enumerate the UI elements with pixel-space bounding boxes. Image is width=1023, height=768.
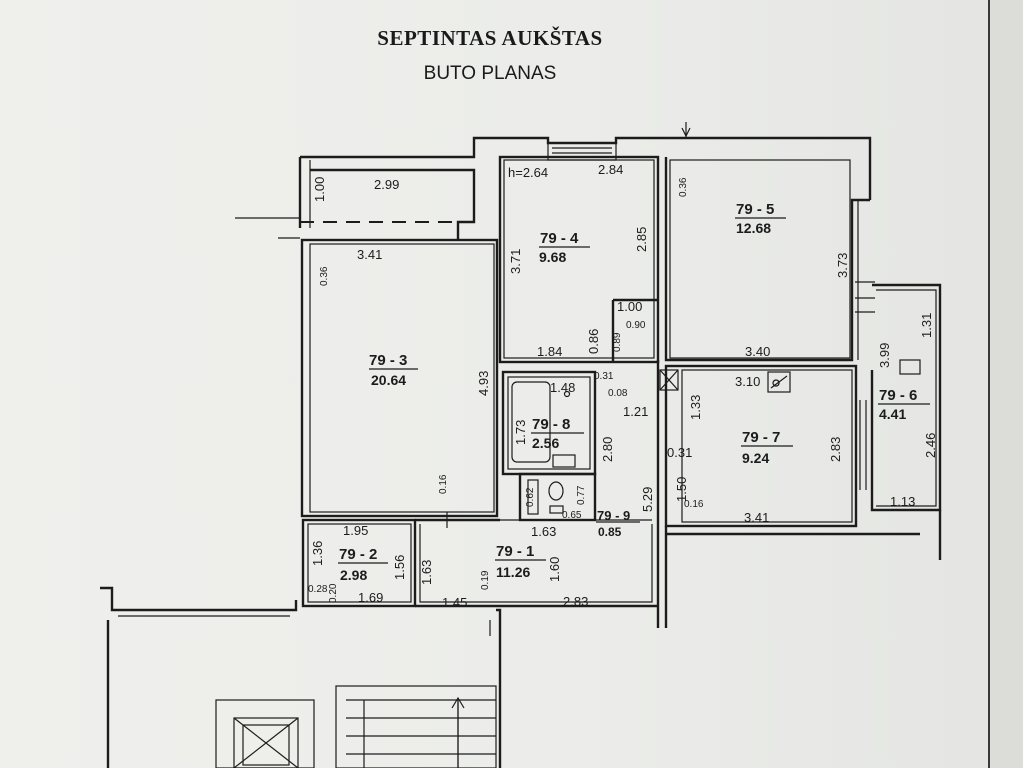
dim-r7-wall: 0.31 [667,445,692,460]
dim-r3-bottom: 0.16 [438,474,449,494]
dim-r3-height: 4.93 [476,371,491,396]
dim-r1-right: 1.60 [547,557,562,582]
room-id: 79 - 2 [339,546,377,563]
stair-arrow-icon [451,696,465,768]
dim-r1-left: 1.63 [419,560,434,585]
room-79-6-label: 79 - 6 4.41 [878,387,930,422]
dim-corridor-b: 0.89 [612,332,623,352]
dim-hall-b: 2.80 [600,437,615,462]
room-area: 9.24 [742,450,769,466]
dim-r4-wall: 0.36 [678,177,689,197]
room-id: 79 - 6 [879,387,917,404]
dim-wc-a: 0.62 [525,487,536,507]
room-area: 12.68 [736,220,771,236]
toilet-icon [548,481,564,514]
dim-r2-right: 1.56 [392,555,407,580]
dim-r7-door: 1.50 [674,477,689,502]
room-id: 79 - 3 [369,352,407,369]
dim-r2-left: 1.36 [310,541,325,566]
dim-r8-wall: 0.31 [594,371,614,382]
dim-r2-top: 1.95 [343,523,368,538]
dim-r6-right: 2.46 [923,433,938,458]
bathtub-icon [527,479,539,515]
dim-r4-bottom: 1.84 [537,344,562,359]
walls [100,136,942,768]
dim-r4-ext: 0.86 [586,329,601,354]
room-area: 2.98 [340,567,367,583]
room-area: 4.41 [879,406,906,422]
dim-r7-bottom: 3.41 [744,510,769,525]
dim-r6-bottom: 1.13 [890,494,915,509]
ventilation-shaft-icon [659,369,679,391]
dim-r3-wall: 0.36 [319,266,330,286]
room-area: 9.68 [539,249,566,265]
level-marker-arrows [446,122,691,636]
dim-r2-b: 0.20 [328,583,339,603]
washbasin-icon [552,390,576,468]
room-79-5-label: 79 - 5 12.68 [735,201,786,236]
dim-hall-width: 1.63 [531,524,556,539]
dim-r7-right: 2.83 [828,437,843,462]
dim-corridor-top: 1.00 [617,299,642,314]
plan-subtitle: BUTO PLANAS [423,63,557,84]
room-id: 79 - 9 [597,508,630,523]
dim-hall-len: 5.29 [640,487,655,512]
room-id: 79 - 5 [736,201,774,218]
dim-r6-left: 3.99 [877,343,892,368]
dim-corridor-a: 0.90 [626,320,646,331]
room-79-9-label: 79 - 9 0.85 [596,508,640,539]
dim-r8-gap: 0.08 [608,388,628,399]
room-area: 2.56 [532,435,559,451]
room-id: 79 - 8 [532,416,570,433]
room-79-7-label: 79 - 7 9.24 [741,429,793,466]
room-area: 20.64 [371,372,406,388]
elevator-icon [242,724,290,766]
room-area: 11.26 [496,564,530,580]
dim-r8-left: 1.73 [513,420,528,445]
dim-r5-right: 3.73 [835,253,850,278]
ceiling-height: h=2.64 [508,165,548,180]
dim-hall-a: 1.21 [623,404,648,419]
dim-r2-bottom: 1.69 [358,590,383,605]
room-id: 79 - 4 [540,230,579,247]
dim-r7-top: 3.10 [735,374,760,389]
dim-r1-bottom-a: 1.45 [442,595,467,610]
dim-r3-width: 3.41 [357,247,382,262]
room-79-8-label: 79 - 8 2.56 [531,416,584,451]
dim-r7-left: 1.33 [688,395,703,420]
dim-r1-wall: 0.19 [480,570,491,590]
dim-balcony-width: 2.99 [374,177,399,192]
page-edge-shadow [990,0,1023,768]
dimension-labels: 2.99 1.00 3.41 4.93 0.36 0.16 h=2.64 2.8… [308,162,938,610]
dim-r4-left: 3.71 [508,249,523,274]
dim-r5-bottom: 3.40 [745,344,770,359]
dim-r4-top: 2.84 [598,162,623,177]
room-id: 79 - 7 [742,429,780,446]
floor-title: SEPTINTAS AUKŠTAS [377,26,603,50]
dim-r7-wall2: 0.16 [684,499,704,510]
room-id: 79 - 1 [496,543,534,560]
dim-r4-right: 2.85 [634,227,649,252]
dim-r2-a: 0.28 [308,584,328,595]
room-79-3-label: 79 - 3 20.64 [369,352,418,388]
dim-r1-bottom-b: 2.83 [563,594,588,609]
electric-meter-icon [767,371,791,393]
dim-balcony-depth: 1.00 [312,177,327,202]
room-79-4-label: 79 - 4 9.68 [539,230,590,265]
room-79-2-label: 79 - 2 2.98 [338,546,388,583]
room-area: 0.85 [598,525,622,539]
dim-r8-top: 1.48 [550,380,575,395]
room-79-1-label: 79 - 1 11.26 [495,543,546,580]
dim-r6-top: 1.31 [919,313,934,338]
dim-wc-b: 0.77 [576,485,587,505]
dim-wc-c: 0.65 [562,510,582,521]
page-edge [988,0,990,768]
